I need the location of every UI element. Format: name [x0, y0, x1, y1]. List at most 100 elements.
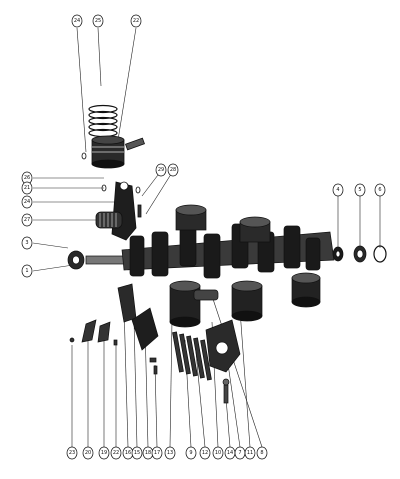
- callout-circle: [98, 446, 110, 460]
- callout-c28: 28: [167, 163, 179, 177]
- pin-clip: [101, 184, 107, 192]
- callout-circle: [110, 446, 122, 460]
- bearing-cage: [231, 280, 263, 322]
- callout-b23: 23: [66, 446, 78, 460]
- callout-label: 14: [227, 450, 233, 456]
- callout-label: 18: [145, 450, 151, 456]
- callout-c29: 29: [155, 163, 167, 177]
- callout-circle: [151, 446, 163, 460]
- callout-circle: [374, 183, 386, 197]
- pin-clip: [81, 152, 87, 160]
- callout-c22top: 22: [130, 14, 142, 28]
- callout-label: 8: [260, 450, 263, 456]
- connecting-rod: [111, 181, 137, 241]
- callout-label: 13: [167, 450, 173, 456]
- piston-rings: [88, 104, 118, 138]
- retainer-ring: [193, 289, 219, 301]
- main-bearings-top: [175, 204, 271, 243]
- needle-bearing: [95, 211, 123, 229]
- callout-label: 24: [74, 18, 80, 24]
- callout-label: 26: [24, 175, 30, 181]
- main-bearing-cap: [131, 307, 159, 351]
- callout-c4: 4: [332, 183, 344, 197]
- callout-circle: [354, 183, 366, 197]
- callout-label: 17: [154, 450, 160, 456]
- callout-circle: [185, 446, 197, 460]
- callout-c25a: 25: [92, 14, 104, 28]
- callout-c1: 1: [21, 264, 33, 278]
- bearing-cage: [291, 272, 321, 308]
- callout-circle: [66, 446, 78, 460]
- callout-circle: [155, 163, 167, 177]
- callout-b17: 17: [151, 446, 163, 460]
- callout-label: 11: [247, 450, 253, 456]
- rear-seal-group: [332, 245, 387, 263]
- callout-b14: 14: [224, 446, 236, 460]
- callout-circle: [164, 446, 176, 460]
- callout-circle: [256, 446, 268, 460]
- callout-c6: 6: [374, 183, 386, 197]
- callout-label: 22: [133, 18, 139, 24]
- callout-label: 23: [69, 450, 75, 456]
- callout-c27: 27: [21, 213, 33, 227]
- callout-label: 15: [134, 450, 140, 456]
- rod-bolt: [137, 204, 142, 218]
- callout-label: 1: [25, 268, 28, 274]
- callout-label: 12: [202, 450, 208, 456]
- callout-label: 25: [95, 18, 101, 24]
- callout-circle: [332, 183, 344, 197]
- callout-b7: 7: [234, 446, 246, 460]
- callout-b8: 8: [256, 446, 268, 460]
- callout-b12: 12: [199, 446, 211, 460]
- piston-pin: [125, 137, 145, 151]
- callout-circle: [21, 195, 33, 209]
- roller-set: [172, 331, 212, 381]
- callout-c21a: 21: [21, 181, 33, 195]
- callout-circle: [21, 213, 33, 227]
- callout-circle: [21, 181, 33, 195]
- callout-b10: 10: [212, 446, 224, 460]
- callout-label: 21: [24, 185, 30, 191]
- callout-b16: 16: [122, 446, 134, 460]
- callout-label: 9: [189, 450, 192, 456]
- callout-circle: [131, 446, 143, 460]
- bearing-cage: [169, 280, 201, 328]
- callout-c5: 5: [354, 183, 366, 197]
- callout-circle: [82, 446, 94, 460]
- callout-label: 16: [125, 450, 131, 456]
- callout-label: 4: [336, 187, 339, 193]
- callout-label: 6: [378, 187, 381, 193]
- callout-label: 28: [170, 167, 176, 173]
- callout-label: 29: [158, 167, 164, 173]
- callout-b15: 15: [131, 446, 143, 460]
- cap-screw: [223, 384, 229, 404]
- lower-parts: [69, 272, 321, 404]
- callout-circle: [21, 236, 33, 250]
- callout-b19: 19: [98, 446, 110, 460]
- callout-label: 3: [25, 240, 28, 246]
- callout-label: 7: [238, 450, 241, 456]
- callout-circle: [92, 14, 104, 28]
- callout-b20: 20: [82, 446, 94, 460]
- callout-label: 24: [24, 199, 30, 205]
- callout-circle: [212, 446, 224, 460]
- piston-assembly: [81, 104, 145, 241]
- callout-circle: [199, 446, 211, 460]
- callout-label: 20: [85, 450, 91, 456]
- callout-c24b: 24: [21, 195, 33, 209]
- leader-lines: [32, 27, 381, 448]
- pin-clip: [135, 186, 141, 194]
- callout-circle: [71, 14, 83, 28]
- crankshaft: [67, 204, 387, 279]
- callout-label: 19: [101, 450, 107, 456]
- callout-c3: 3: [21, 236, 33, 250]
- callout-circle: [167, 163, 179, 177]
- callout-circle: [21, 264, 33, 278]
- callout-label: 27: [24, 217, 30, 223]
- callout-c24a: 24: [71, 14, 83, 28]
- callout-b22: 22: [110, 446, 122, 460]
- callout-label: 5: [358, 187, 361, 193]
- callout-b13: 13: [164, 446, 176, 460]
